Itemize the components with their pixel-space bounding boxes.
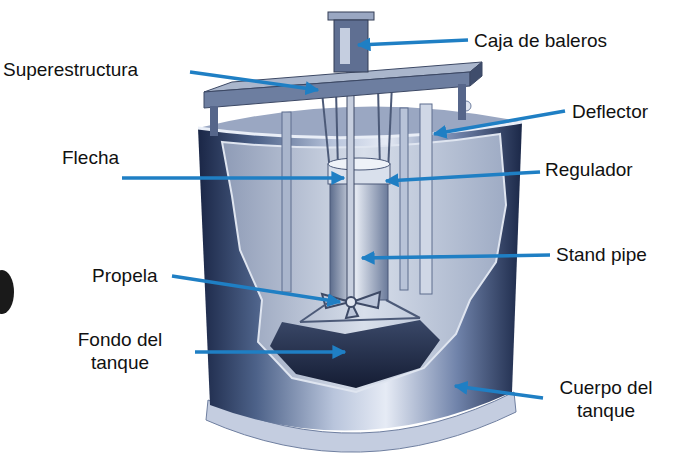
- part-label: Stand pipe: [556, 243, 647, 266]
- part-label: Caja de baleros: [474, 29, 607, 52]
- superstructure-support: [210, 106, 218, 136]
- propeller: [322, 292, 380, 318]
- bearing-highlight: [340, 28, 350, 64]
- leader-arrow: [386, 172, 540, 181]
- leader-arrow: [190, 72, 318, 90]
- part-label: Cuerpo del tanque: [545, 376, 667, 422]
- baffle: [282, 112, 291, 292]
- leader-arrow: [358, 40, 468, 45]
- leader-arrow: [195, 350, 345, 354]
- part-label: Fondo del tanque: [70, 328, 170, 374]
- part-label: Deflector: [572, 100, 648, 123]
- part-label: Regulador: [545, 158, 633, 181]
- shaft: [347, 62, 354, 302]
- superstructure-front: [204, 72, 470, 108]
- leader-arrow: [362, 255, 550, 258]
- tank-body: [198, 122, 522, 431]
- superstructure-end: [470, 62, 482, 86]
- leader-arrows: [122, 40, 565, 398]
- tank-bottom: [270, 320, 440, 388]
- bearing-plate: [328, 12, 374, 20]
- tank-rim: [198, 122, 522, 138]
- leader-arrow: [172, 276, 340, 302]
- stand-pipe: [330, 168, 388, 300]
- tank-rim-inner: [198, 106, 522, 137]
- leader-arrow: [434, 111, 565, 134]
- leader-arrow: [122, 176, 344, 180]
- stand-legs: [300, 300, 420, 322]
- edge-blob: [0, 270, 14, 314]
- superstructure-support: [458, 84, 466, 120]
- regulator-top: [328, 158, 390, 170]
- part-label: Flecha: [62, 146, 119, 169]
- baffle: [400, 108, 408, 290]
- part-label: Propela: [92, 264, 158, 287]
- leader-arrow: [455, 386, 543, 398]
- baffle: [420, 104, 432, 294]
- part-label: Superestructura: [3, 58, 138, 81]
